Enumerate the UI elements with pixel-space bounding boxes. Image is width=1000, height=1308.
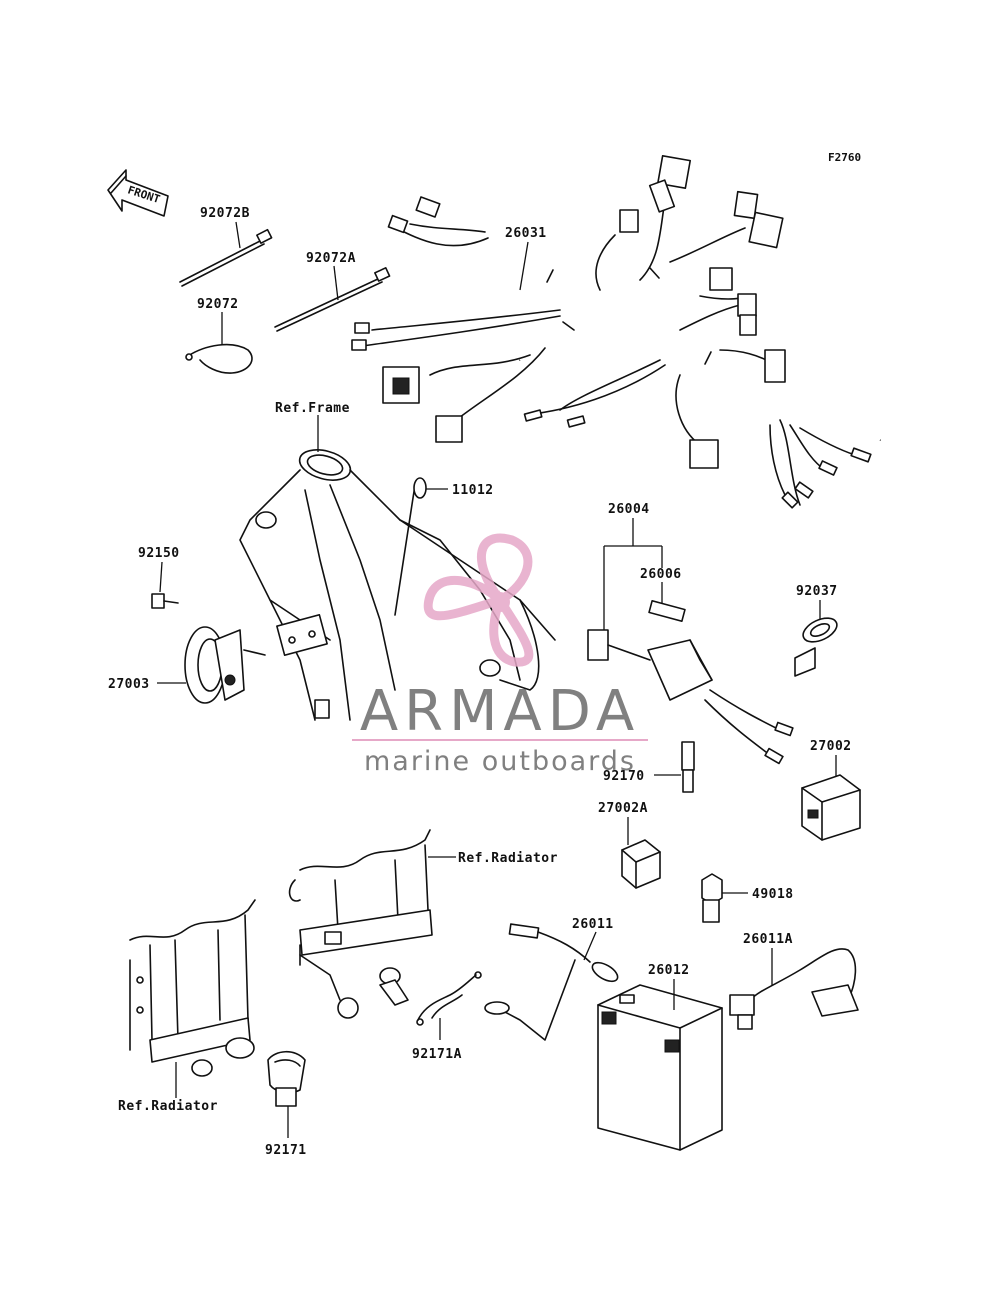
label-92072A[interactable]: 92072A (306, 251, 356, 266)
relay-49018 (701, 873, 723, 923)
figure-code: F2760 (828, 151, 861, 164)
label-ref-frame: Ref.Frame (275, 401, 350, 416)
clamp-92037 (794, 617, 838, 677)
watermark-brand: ARMADA (360, 679, 640, 744)
label-92037[interactable]: 92037 (796, 584, 838, 599)
label-26012[interactable]: 26012 (648, 963, 690, 978)
label-92171A[interactable]: 92171A (412, 1047, 462, 1062)
label-27002[interactable]: 27002 (810, 739, 852, 754)
label-26004[interactable]: 26004 (608, 502, 650, 517)
radiator-lower-reference (129, 899, 256, 1077)
wire-clip-92171A (416, 971, 482, 1026)
bolt-92150 (151, 593, 179, 609)
radiator-upper-reference (288, 829, 433, 1019)
label-26006[interactable]: 26006 (640, 567, 682, 582)
horn-27003 (184, 626, 266, 704)
label-ref-radiator-upper: Ref.Radiator (458, 851, 558, 866)
cable-tie-92072 (185, 343, 253, 374)
main-harness-26031 (351, 154, 882, 509)
relay-27002 (801, 774, 861, 841)
label-92072B[interactable]: 92072B (200, 206, 250, 221)
front-arrow-icon: FRONT (107, 169, 169, 217)
label-27002A[interactable]: 27002A (598, 801, 648, 816)
battery-lead-26011A (729, 948, 859, 1030)
cable-tie-92072A (274, 267, 391, 332)
clip-92171 (267, 1050, 306, 1107)
watermark-tagline: marine outboards (364, 746, 636, 777)
label-49018[interactable]: 49018 (752, 887, 794, 902)
leader-26031 (519, 241, 529, 291)
label-26011[interactable]: 26011 (572, 917, 614, 932)
strap-92170 (681, 741, 695, 793)
label-ref-radiator-lower: Ref.Radiator (118, 1099, 218, 1114)
battery-26012 (597, 984, 723, 1151)
leader-92072B (235, 221, 241, 249)
frame-reference (239, 449, 556, 721)
label-11012[interactable]: 11012 (452, 483, 494, 498)
leader-92150 (159, 561, 163, 593)
battery-lead-26011 (484, 923, 619, 1041)
label-92150[interactable]: 92150 (138, 546, 180, 561)
leader-92072A (333, 265, 339, 301)
label-26011A[interactable]: 26011A (743, 932, 793, 947)
label-92171[interactable]: 92171 (265, 1143, 307, 1158)
label-92072[interactable]: 92072 (197, 297, 239, 312)
label-92170[interactable]: 92170 (603, 769, 645, 784)
label-26031[interactable]: 26031 (505, 226, 547, 241)
cable-tie-92072B (179, 228, 273, 287)
propeller-logo-icon (423, 533, 534, 667)
label-27003[interactable]: 27003 (108, 677, 150, 692)
leader-26011 (583, 931, 597, 961)
relay-27002A (621, 839, 661, 889)
junction-box-26004 (587, 629, 794, 765)
fuse-26006 (648, 600, 686, 622)
